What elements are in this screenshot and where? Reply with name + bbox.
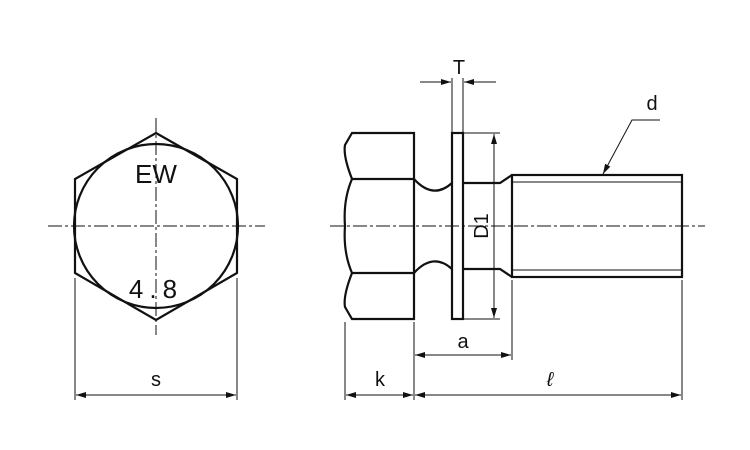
- side-view: T D1 d a k ℓ: [330, 57, 705, 400]
- dimension-label-T: T: [453, 57, 465, 79]
- shank: [463, 174, 513, 278]
- dimension-label-s: s: [151, 369, 161, 391]
- threaded-portion: [510, 173, 684, 279]
- head-marking-bottom: 4.8: [129, 274, 183, 304]
- dimension-label-D1: D1: [471, 213, 493, 239]
- washer: [450, 131, 465, 321]
- front-view: EW 4.8 s: [48, 118, 265, 400]
- hex-head-outline: [73, 131, 239, 322]
- dimension-label-a: a: [457, 331, 469, 353]
- dimension-label-d: d: [646, 93, 657, 115]
- dimension-label-k: k: [375, 369, 386, 391]
- neck-curve-bottom: [413, 260, 453, 274]
- head-marking-top: EW: [135, 159, 177, 189]
- neck-curve-top: [413, 178, 453, 192]
- dimension-d-leader: [602, 119, 660, 175]
- bearing-face-circle: [72, 142, 240, 310]
- dimension-label-length: ℓ: [546, 369, 555, 391]
- hex-head-side: [343, 131, 416, 321]
